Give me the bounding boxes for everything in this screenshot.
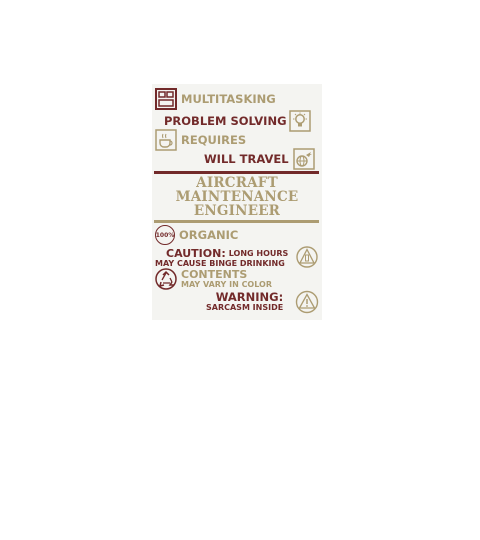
contents-row: CONTENTS MAY VARY IN COLOR (155, 268, 272, 290)
title-line-2: MAINTENANCE (175, 189, 299, 205)
will-travel-text: WILL TRAVEL (204, 152, 289, 166)
top-divider (154, 171, 319, 174)
vary-text: MAY VARY IN COLOR (181, 279, 273, 289)
title-line-3: ENGINEER (193, 203, 281, 219)
problem-solving-text: PROBLEM SOLVING (164, 114, 287, 128)
badge-100-text: 100% (155, 231, 175, 239)
shirt-design: MULTITASKING PROBLEM SOLVING (152, 84, 322, 320)
multitasking-text: MULTITASKING (181, 92, 276, 106)
requires-row: REQUIRES (155, 129, 246, 151)
sarcasm-text: SARCASM INSIDE (206, 303, 284, 312)
multitasking-windows-icon (155, 88, 177, 110)
caution-text: CAUTION: (166, 247, 226, 260)
drinking-warning-icon (295, 246, 319, 268)
warning-triangle-icon (295, 290, 319, 314)
problem-solving-row: PROBLEM SOLVING (164, 110, 311, 132)
will-travel-row: WILL TRAVEL (204, 148, 315, 170)
warning-text: WARNING: (215, 290, 284, 304)
binge-row: MAY CAUSE BINGE DRINKING (155, 259, 285, 268)
warning-block: WARNING: SARCASM INSIDE (206, 291, 283, 313)
lightbulb-icon (288, 110, 311, 132)
bottom-divider (154, 220, 319, 223)
long-hours-text: LONG HOURS (228, 249, 289, 258)
organic-text: ORGANIC (179, 228, 239, 242)
title-line-1: AIRCRAFT (196, 175, 278, 191)
contents-text: CONTENTS (181, 267, 248, 281)
organic-row: 100% ORGANIC (155, 225, 238, 245)
caution-row: CAUTION: LONG HOURS (166, 247, 288, 260)
badge-100: 100% (155, 225, 175, 245)
coffee-cup-icon (155, 129, 177, 151)
multitasking-row: MULTITASKING (155, 88, 276, 110)
binge-text: MAY CAUSE BINGE DRINKING (155, 259, 285, 268)
requires-text: REQUIRES (181, 133, 247, 147)
globe-plane-icon (292, 148, 315, 170)
recycle-icon (155, 268, 177, 290)
contents-text-block: CONTENTS MAY VARY IN COLOR (181, 269, 272, 290)
